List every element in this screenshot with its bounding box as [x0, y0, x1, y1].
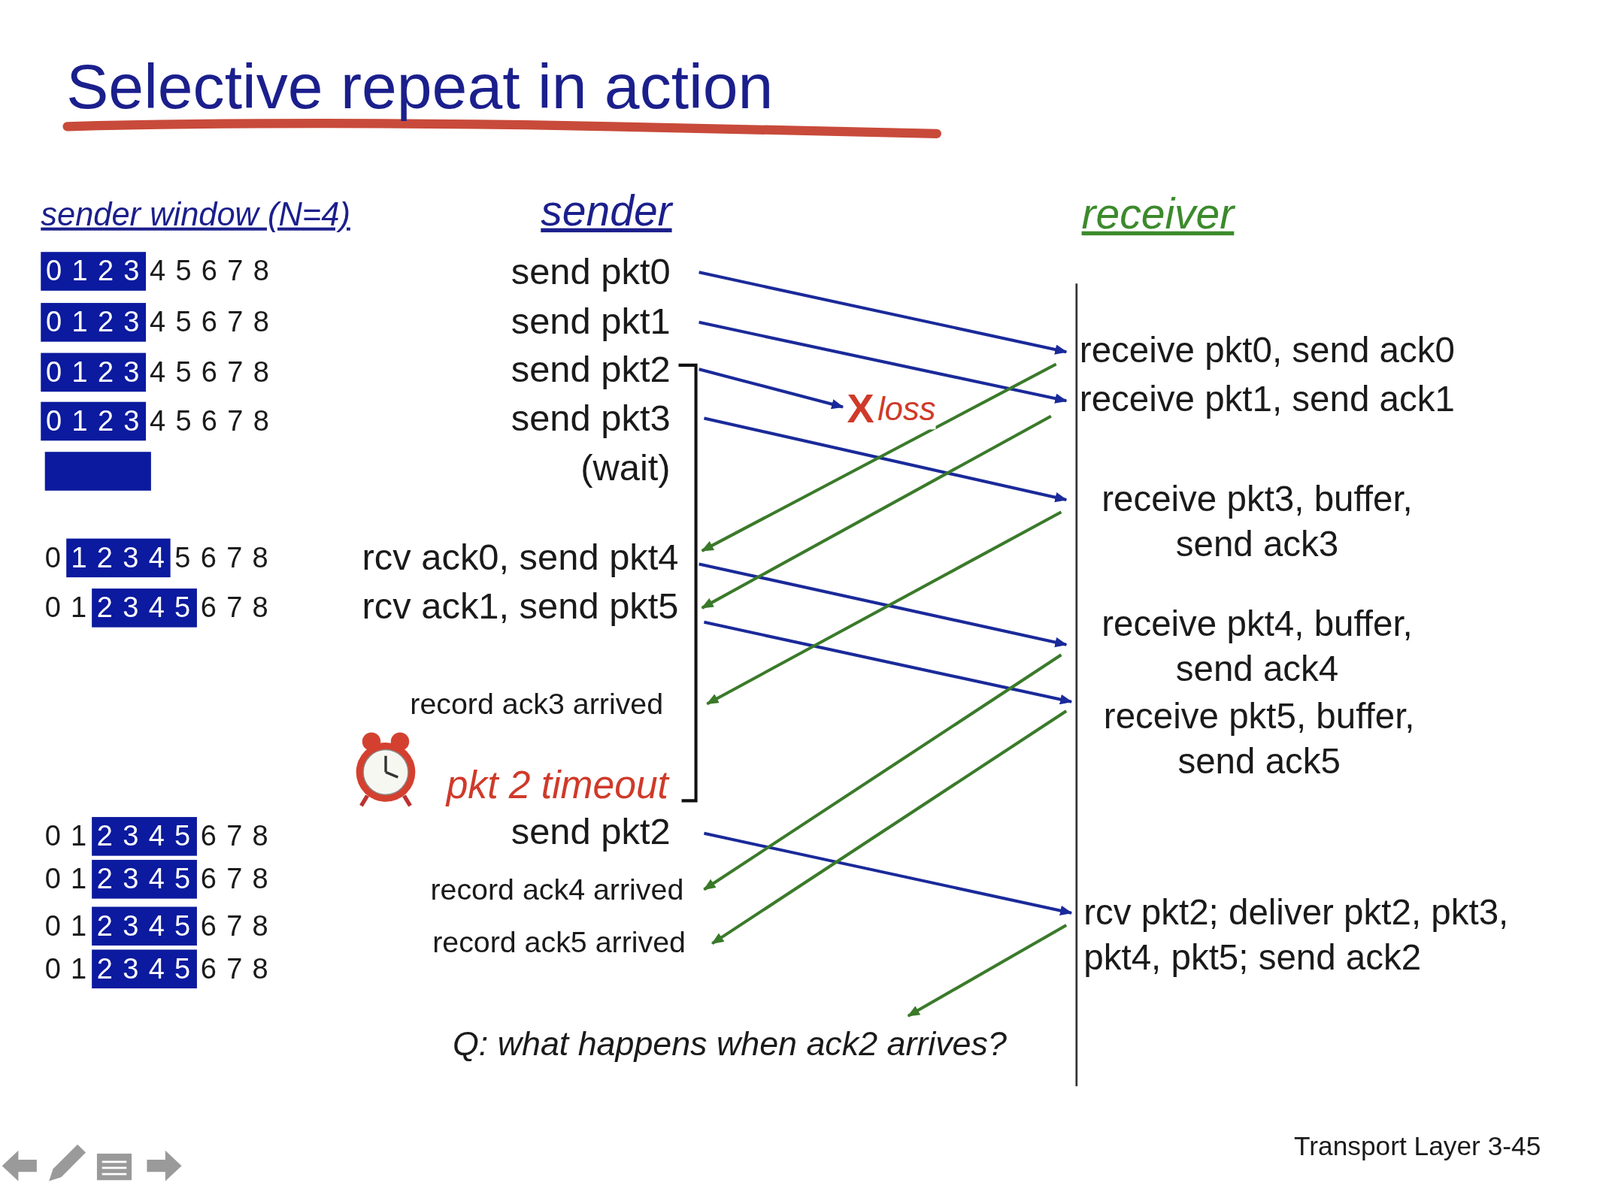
window-seqnums: 0 1 2 3 [40, 303, 146, 343]
sender-event: send pkt1 [511, 298, 671, 345]
window-seqnums: 0 1 2 3 [40, 402, 146, 442]
receiver-event: receive pkt0, send ack0 [1079, 327, 1455, 373]
receiver-event: receive pkt1, send ack1 [1079, 376, 1455, 422]
seqnums: 0 1 [40, 907, 92, 947]
window-seqnums: 2 3 4 5 [91, 817, 197, 857]
empty-window [45, 451, 152, 491]
receiver-event: receive pkt5, buffer, send ack5 [1085, 693, 1433, 784]
seqnums: 0 1 [40, 817, 92, 857]
column-heading: receiver [1081, 187, 1235, 241]
window-seqnums: 2 3 4 5 [91, 950, 197, 990]
sender-note: record ack5 arrived [432, 924, 686, 961]
seqnums: 0 1 [40, 860, 92, 900]
loss-mark: X [846, 382, 874, 434]
seqnums: 6 7 8 [196, 817, 273, 857]
window-row: 0 12 3 4 56 7 8 [40, 950, 273, 990]
sender-note: record ack3 arrived [409, 685, 664, 723]
timeout-note: pkt 2 timeout [446, 761, 669, 810]
seqnums: 0 1 [40, 950, 92, 990]
window-row: 0 1 2 34 5 6 7 8 [40, 353, 274, 393]
sender-event: send pkt2 [511, 809, 671, 855]
title-underline [67, 123, 937, 134]
window-row: 0 1 2 34 5 6 7 8 [40, 402, 274, 442]
window-row: 0 1 2 34 5 6 7 8 [40, 303, 274, 343]
window-row: 0 12 3 4 56 7 8 [40, 588, 273, 628]
window-row: 0 1 2 34 5 6 7 8 [40, 251, 274, 291]
sender-event: send pkt3 [511, 395, 671, 442]
window-seqnums: 2 3 4 5 [91, 907, 197, 947]
timer-bracket [678, 365, 697, 802]
seqnums: 4 5 6 7 8 [145, 251, 275, 291]
sender-event: rcv ack0, send pkt4 [362, 533, 679, 580]
seqnums: 5 6 7 8 [170, 539, 274, 579]
window-row: 0 12 3 4 56 7 8 [40, 817, 273, 857]
column-heading: sender [540, 184, 672, 238]
column-heading: sender window (N=4) [40, 193, 351, 235]
question: Q: what happens when ack2 arrives? [452, 1022, 1007, 1065]
receiver-event: receive pkt4, buffer, send ack4 [1083, 601, 1431, 691]
window-row: 0 12 3 4 56 7 8 [40, 860, 273, 900]
footer: Transport Layer 3-45 [1293, 1130, 1541, 1164]
ack-arrows [702, 364, 1067, 1017]
seqnums: 6 7 8 [196, 588, 273, 628]
window-seqnums: 0 1 2 3 [40, 353, 146, 393]
sender-event: send pkt2 [511, 346, 671, 393]
slide-title: Selective repeat in action [66, 47, 773, 127]
sender-event: send pkt0 [511, 248, 671, 294]
seqnums: 6 7 8 [196, 907, 273, 947]
seqnums: 0 1 [40, 588, 92, 628]
seqnums: 4 5 6 7 8 [145, 353, 275, 393]
receiver-event: receive pkt3, buffer, send ack3 [1083, 476, 1431, 567]
receiver-event: rcv pkt2; deliver pkt2, pkt3, pkt4, pkt5… [1083, 890, 1564, 980]
window-seqnums: 1 2 3 4 [66, 539, 171, 579]
window-seqnums: 2 3 4 5 [91, 860, 197, 900]
seqnums: 0 [40, 539, 66, 579]
seqnums: 4 5 6 7 8 [145, 303, 275, 343]
alarm-clock [356, 732, 416, 807]
nav-list-lines [102, 1162, 128, 1175]
sender-event: rcv ack1, send pkt5 [362, 583, 679, 630]
loss-note: loss [877, 388, 936, 430]
receiver-timeline [1075, 283, 1078, 1087]
window-row: 01 2 3 45 6 7 8 [40, 539, 273, 579]
window-row: 0 12 3 4 56 7 8 [40, 907, 273, 947]
sender-event: (wait) [580, 444, 670, 491]
seqnums: 6 7 8 [196, 950, 273, 990]
window-seqnums: 0 1 2 3 [40, 251, 146, 291]
data-packet-arrows [699, 272, 1072, 913]
seqnums: 4 5 6 7 8 [145, 402, 275, 442]
seqnums: 6 7 8 [196, 860, 273, 900]
window-seqnums: 2 3 4 5 [91, 588, 197, 628]
sender-note: record ack4 arrived [430, 871, 684, 909]
slide-nav-icons [2, 1145, 182, 1182]
